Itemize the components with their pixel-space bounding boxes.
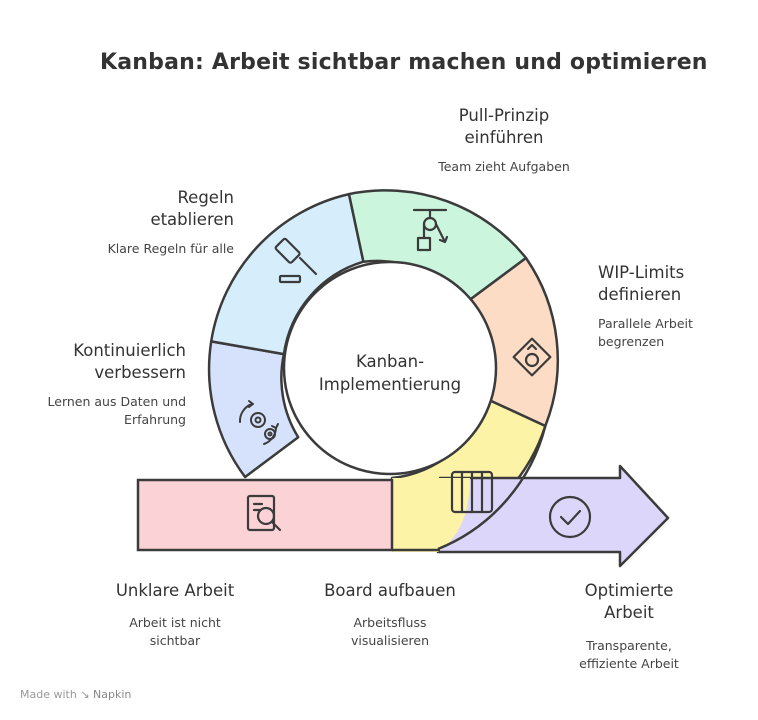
pull-desc: Team zieht Aufgaben xyxy=(438,158,570,174)
pull-heading-1: Pull-Prinzip xyxy=(458,106,550,125)
check-circle-icon xyxy=(548,495,592,539)
ring-inner-circle xyxy=(282,260,498,476)
bar-unclear xyxy=(136,478,394,552)
wip-heading-1: WIP-Limits xyxy=(598,263,685,282)
kont-heading-2: verbessern xyxy=(94,363,186,383)
napkin-logo-icon: ↘ xyxy=(80,688,90,701)
kont-desc-2: Erfahrung xyxy=(124,411,186,427)
wip-desc-2: begrenzen xyxy=(598,333,665,349)
board-icon xyxy=(450,470,494,514)
label-wip: WIP-Limits definieren Parallele Arbeit b… xyxy=(598,262,748,351)
label-regeln: Regeln etablieren Klare Regeln für alle xyxy=(20,187,234,258)
label-board: Board aufbauen Arbeitsfluss visualisiere… xyxy=(300,580,480,651)
footer-credit: Made with ↘ Napkin xyxy=(20,688,131,701)
footer-made-with: Made with xyxy=(20,688,77,701)
footer-brand: Napkin xyxy=(93,688,132,701)
ring-tail-yellow xyxy=(392,478,470,552)
pulley-icon xyxy=(412,208,449,252)
regeln-heading-1: Regeln xyxy=(177,188,234,207)
board-desc-2: visualisieren xyxy=(350,633,430,649)
gavel-icon xyxy=(274,237,318,284)
gears-icon xyxy=(238,400,279,445)
optim-heading-2: Arbeit xyxy=(604,603,654,623)
optim-desc-1: Transparente, xyxy=(586,637,672,653)
optim-heading-1: Optimierte xyxy=(584,581,674,600)
kont-desc-1: Lernen aus Daten und xyxy=(47,393,186,409)
wip-desc-1: Parallele Arbeit xyxy=(598,315,693,331)
arrow-optimized xyxy=(436,464,670,568)
page-title: Kanban: Arbeit sichtbar machen und optim… xyxy=(100,50,708,75)
board-heading: Board aufbauen xyxy=(324,581,456,600)
center-label: Kanban- Implementierung xyxy=(290,350,490,396)
wip-heading-2: definieren xyxy=(598,285,682,305)
center-label-line1: Kanban- xyxy=(355,352,425,371)
unklar-desc-2: sichtbar xyxy=(149,633,201,649)
kont-heading-1: Kontinuierlich xyxy=(73,341,186,360)
optim-desc-2: effiziente Arbeit xyxy=(579,655,679,671)
label-optimiert: Optimierte Arbeit Transparente, effizien… xyxy=(544,580,714,673)
label-kontinuierlich: Kontinuierlich verbessern Lernen aus Dat… xyxy=(10,340,186,429)
ring-segment-sky xyxy=(209,192,365,356)
board-desc-1: Arbeitsfluss xyxy=(353,615,427,631)
pull-heading-2: einführen xyxy=(464,128,544,148)
label-pull: Pull-Prinzip einführen Team zieht Aufgab… xyxy=(394,105,614,176)
ring-tail-outline xyxy=(437,425,547,551)
wip-limit-icon xyxy=(512,337,552,377)
regeln-desc: Klare Regeln für alle xyxy=(107,240,234,256)
regeln-heading-2: etablieren xyxy=(150,210,234,230)
center-label-line2: Implementierung xyxy=(318,375,462,395)
ring-segment-periwinkle xyxy=(207,340,300,479)
document-search-icon xyxy=(246,494,282,532)
unklar-heading: Unklare Arbeit xyxy=(115,581,235,600)
unklar-desc-1: Arbeit ist nicht xyxy=(129,615,221,631)
label-unklar: Unklare Arbeit Arbeit ist nicht sichtbar xyxy=(80,580,270,651)
